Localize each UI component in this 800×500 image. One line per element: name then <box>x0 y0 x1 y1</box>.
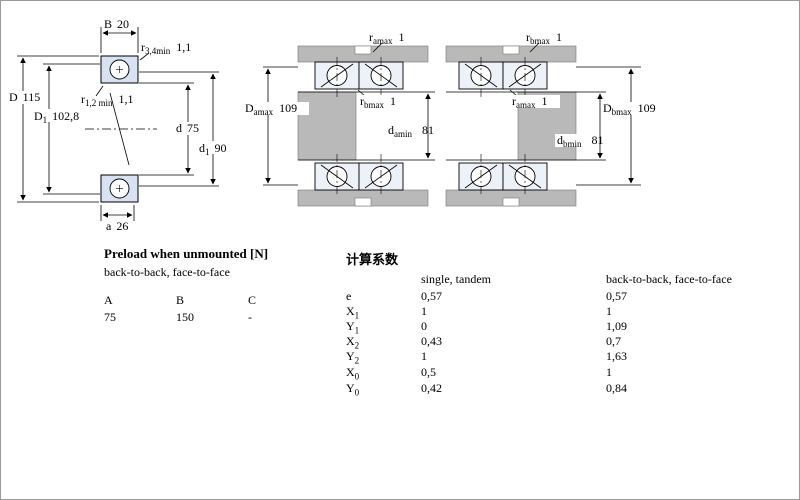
factor-value-single: 0 <box>421 319 427 333</box>
factors-row: Y1 0 1,09 <box>346 319 627 335</box>
preload-value: - <box>248 310 252 324</box>
label-bg <box>555 134 599 147</box>
preload-col-header: B <box>176 293 185 307</box>
factors-row: X1 1 1 <box>346 304 612 320</box>
label-bg <box>174 122 208 135</box>
label-bg <box>197 141 233 154</box>
housing-notch <box>502 45 520 55</box>
factor-symbol: e <box>346 289 352 303</box>
ball-center-marks <box>116 66 123 192</box>
preload-header-row: A B C <box>104 293 256 308</box>
factor-symbol: Y0 <box>346 381 360 398</box>
factors-row: Y2 1 1,63 <box>346 349 627 365</box>
label-bg <box>32 109 82 122</box>
factor-value-paired: 0,7 <box>606 334 621 348</box>
preload-value: 150 <box>176 310 194 324</box>
factors-row: Y0 0,42 0,84 <box>346 381 627 397</box>
factor-symbol: X1 <box>346 304 360 321</box>
leader-line <box>529 42 540 53</box>
leader-line <box>372 42 383 53</box>
factor-symbol: Y1 <box>346 319 360 336</box>
factor-symbol: Y2 <box>346 349 360 366</box>
label-bg <box>358 95 412 108</box>
label-bg <box>508 95 560 108</box>
label-bg <box>7 91 45 104</box>
factors-table-title: 计算系数 <box>346 252 399 267</box>
right-lines <box>446 42 641 195</box>
left-view-lines <box>17 27 219 221</box>
label-backgrounds <box>243 95 412 115</box>
leader-line <box>95 85 104 97</box>
factors-col2-header: back-to-back, face-to-face <box>606 272 732 286</box>
factor-value-single: 0,43 <box>421 334 442 348</box>
factor-value-paired: 1,09 <box>606 319 627 333</box>
housing-notch <box>354 45 372 55</box>
factors-col1-header: single, tandem <box>421 272 491 286</box>
factors-row: e 0,57 0,57 <box>346 289 627 305</box>
factor-value-single: 1 <box>421 304 427 318</box>
preload-table-subtitle: back-to-back, face-to-face <box>104 265 230 279</box>
factors-row: X2 0,43 0,7 <box>346 334 621 350</box>
factor-value-paired: 1 <box>606 304 612 318</box>
preload-col-header: A <box>104 293 113 307</box>
preload-table-title: Preload when unmounted [N] <box>104 246 269 261</box>
label-bg <box>243 102 309 115</box>
preload-value: 75 <box>104 310 116 324</box>
housing-notch <box>502 197 520 207</box>
middle-lines <box>263 42 435 195</box>
factor-symbol: X2 <box>346 334 360 351</box>
factor-value-single: 0,42 <box>421 381 442 395</box>
preload-col-header: C <box>248 293 257 307</box>
factor-symbol: X0 <box>346 365 360 382</box>
factor-value-paired: 0,57 <box>606 289 627 303</box>
factor-value-single: 0,5 <box>421 365 436 379</box>
factors-row: X0 0,5 1 <box>346 365 612 381</box>
contact-angle-line <box>109 92 130 166</box>
factor-value-single: 1 <box>421 349 427 363</box>
housing-notch <box>354 197 372 207</box>
factor-value-paired: 1,63 <box>606 349 627 363</box>
factor-value-single: 0,57 <box>421 289 442 303</box>
label-backgrounds <box>508 95 671 147</box>
preload-value-row: 75 150 - <box>104 310 252 325</box>
factor-value-paired: 1 <box>606 365 612 379</box>
leader-line <box>139 52 150 61</box>
label-backgrounds <box>7 91 233 154</box>
label-bg <box>601 102 671 115</box>
factor-value-paired: 0,84 <box>606 381 627 395</box>
